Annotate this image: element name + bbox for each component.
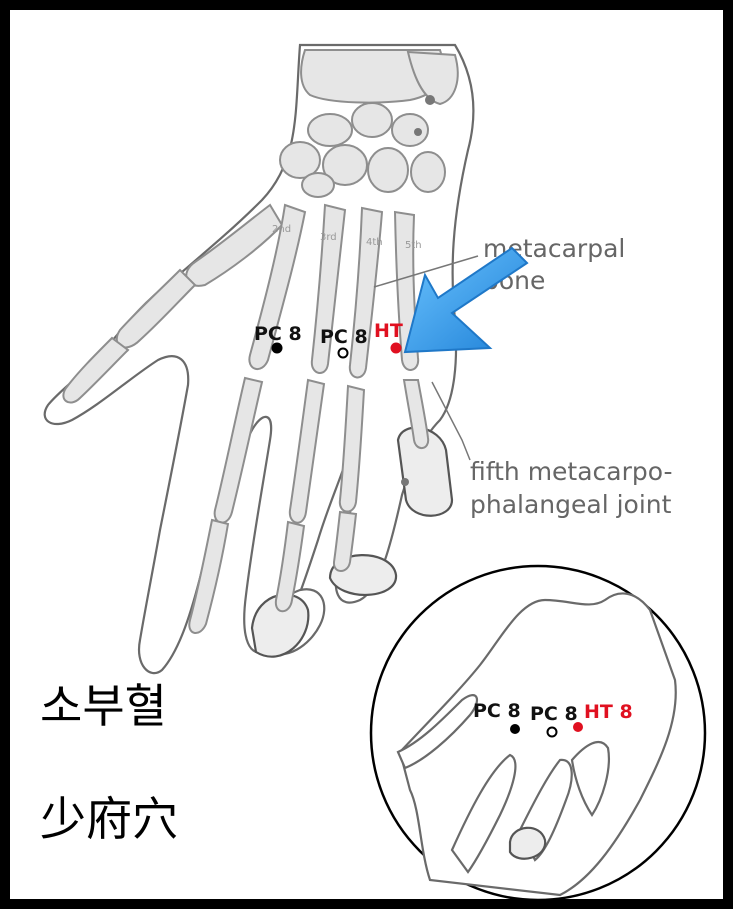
inset-hand — [396, 592, 677, 897]
pc8-point — [271, 342, 283, 354]
pointer-arrow-icon — [403, 246, 529, 354]
little-nail — [396, 426, 454, 517]
finger-tag-5th: 5th — [405, 240, 422, 251]
inset-pc8-point — [510, 724, 520, 734]
title-hanja: 少府穴 — [40, 792, 178, 846]
bone-marker-dot — [401, 478, 409, 486]
pc8-open-point — [337, 347, 349, 359]
joint-label-line2: phalangeal joint — [470, 490, 672, 519]
inset-pc8-second-label: PC 8 — [530, 703, 578, 725]
joint-leader-line — [431, 381, 471, 461]
hand-bones — [62, 49, 459, 634]
inset-magnifier: PC 8 PC 8 HT 8 — [369, 564, 707, 902]
inset-pc8-label: PC 8 — [473, 700, 521, 722]
finger-tag-2nd: 2nd — [272, 224, 291, 235]
finger-tag-4th: 4th — [366, 237, 383, 248]
inset-ht8-label: HT 8 — [584, 701, 633, 723]
inset-ht8-point — [573, 722, 583, 732]
ht8-label: HT — [374, 320, 403, 342]
inset-pc8-open-point — [546, 726, 558, 738]
bone-marker-dot — [414, 128, 422, 136]
ht8-point — [390, 342, 402, 354]
joint-label-line1: fifth metacarpo- — [470, 457, 673, 486]
bone-marker-dot — [425, 95, 435, 105]
pc8-label: PC 8 — [254, 323, 302, 345]
index-nail — [250, 593, 310, 658]
finger-tag-3rd: 3rd — [320, 232, 337, 243]
metacarpal-leader-line — [373, 255, 479, 288]
title-korean: 소부혈 — [40, 679, 167, 733]
pc8-second-label: PC 8 — [320, 326, 368, 348]
